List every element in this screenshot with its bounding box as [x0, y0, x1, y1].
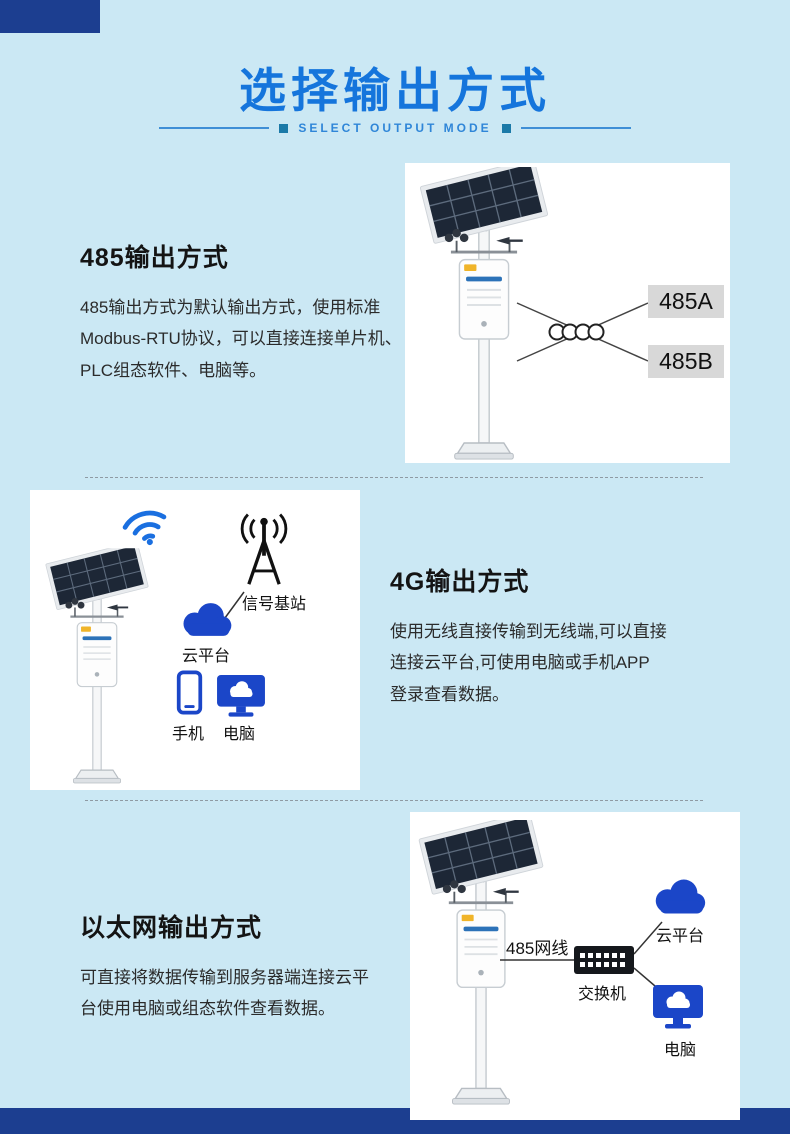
cloud-icon [183, 603, 232, 636]
label-485b: 485B [648, 345, 724, 378]
subtitle-rule-right [520, 127, 631, 129]
label-cloud-platform: 云平台 [182, 648, 231, 665]
signal-tower-icon [240, 513, 288, 585]
subtitle-dot-right [501, 123, 511, 133]
label-485a: 485A [648, 285, 724, 318]
cloud-icon [655, 879, 706, 914]
section-485-body: 485输出方式为默认输出方式，使用标准 Modbus-RTU协议，可以直接连接单… [80, 298, 402, 380]
section-4g-text: 4G输出方式 使用无线直接传输到无线端,可以直接 连接云平台,可使用电脑或手机A… [390, 562, 745, 710]
subtitle-rule-left [159, 127, 270, 129]
page-title: 选择输出方式 [239, 64, 551, 117]
weather-station-illustration [413, 167, 555, 460]
diagram-485: 485A 485B [405, 163, 730, 463]
wifi-icon [122, 510, 167, 546]
divider-1 [85, 477, 703, 478]
weather-station-illustration [412, 820, 550, 1105]
section-eth-body: 可直接将数据传输到服务器端连接云平 台使用电脑或组态软件查看数据。 [80, 968, 369, 1019]
label-485-cable: 485网线 [506, 939, 569, 958]
top-left-navy-bar [0, 0, 100, 33]
label-switch: 交换机 [578, 986, 627, 1003]
section-485-text: 485输出方式 485输出方式为默认输出方式，使用标准 Modbus-RTU协议… [80, 238, 420, 386]
weather-station-illustration [40, 548, 154, 784]
label-pc: 电脑 [223, 726, 256, 743]
page-subtitle: SELECT OUTPUT MODE [298, 121, 492, 135]
label-pc: 电脑 [664, 1042, 697, 1059]
diagram-4g: 信号基站 云平台 手机 电脑 [30, 490, 360, 790]
label-signal-tower: 信号基站 [242, 596, 307, 613]
label-phone: 手机 [172, 726, 205, 743]
computer-icon [217, 674, 265, 717]
section-eth-heading: 以太网输出方式 [80, 914, 263, 942]
section-4g-body: 使用无线直接传输到无线端,可以直接 连接云平台,可使用电脑或手机APP 登录查看… [390, 622, 667, 704]
computer-icon [653, 985, 703, 1029]
section-4g-heading: 4G输出方式 [390, 568, 530, 596]
label-cloud-platform: 云平台 [656, 928, 705, 945]
subtitle-row: SELECT OUTPUT MODE [0, 121, 790, 135]
diagram-eth: 485网线 交换机 云平台 [410, 812, 740, 1120]
section-eth-text: 以太网输出方式 可直接将数据传输到服务器端连接云平 台使用电脑或组态软件查看数据… [80, 908, 425, 1025]
subtitle-dot-left [279, 123, 289, 133]
phone-icon [176, 670, 203, 715]
divider-2 [85, 800, 703, 801]
switch-icon [574, 946, 634, 974]
section-485-heading: 485输出方式 [80, 244, 229, 272]
coil-icon [548, 323, 605, 341]
